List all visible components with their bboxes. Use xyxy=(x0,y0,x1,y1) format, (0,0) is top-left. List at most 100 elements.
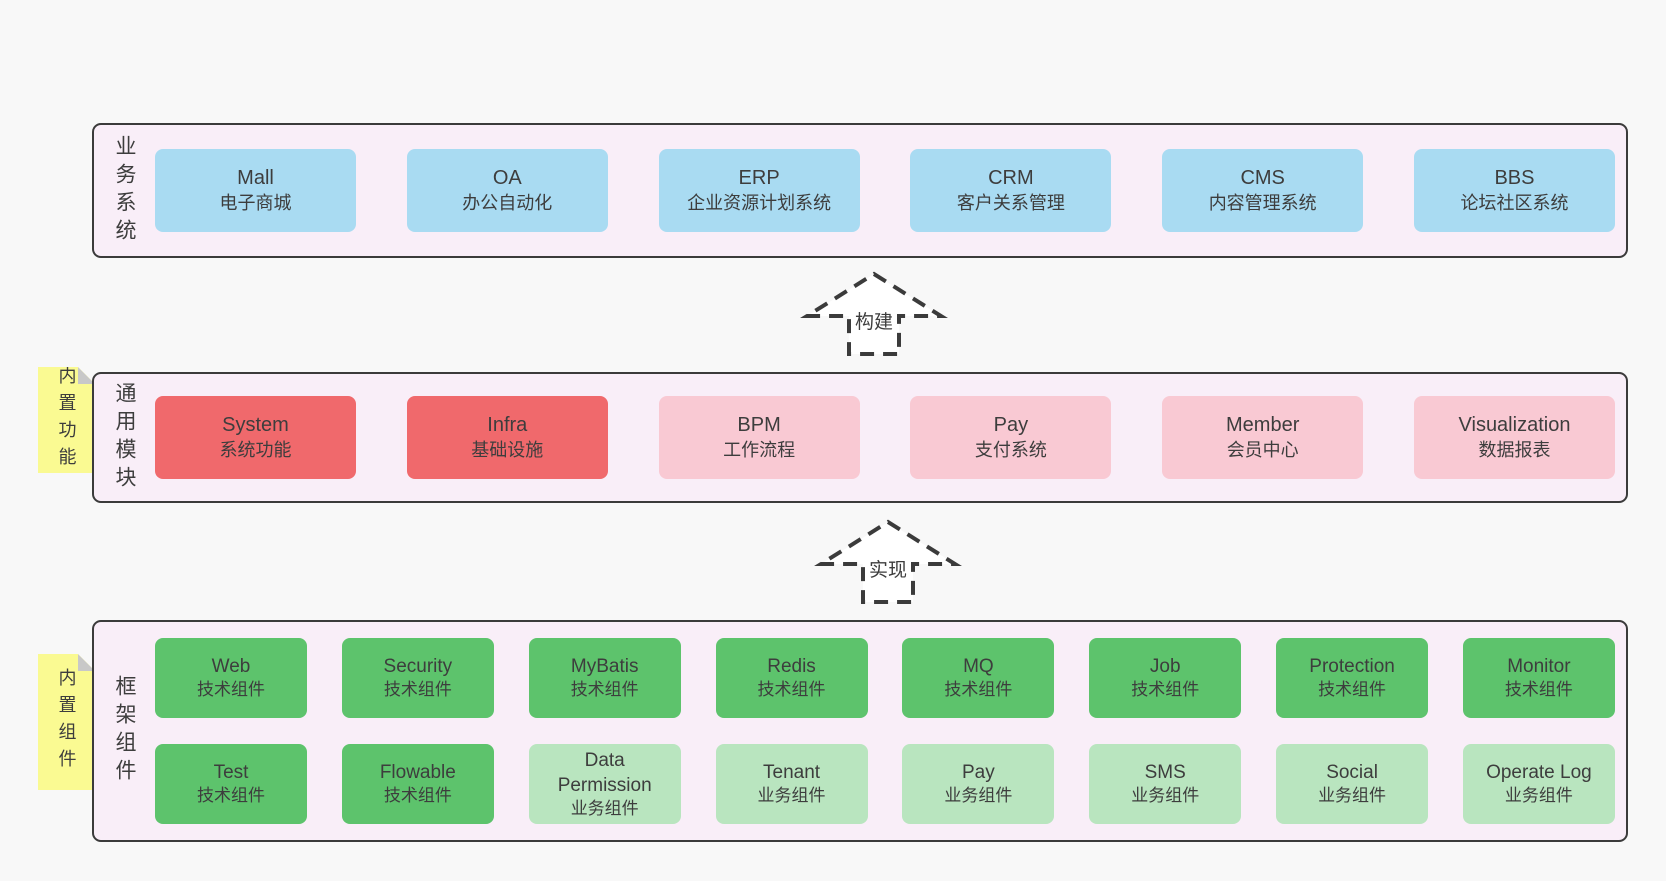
implement-arrow-icon: 实现 xyxy=(814,519,962,605)
box-subtitle: 论坛社区系统 xyxy=(1460,192,1569,213)
box-subtitle: 技术组件 xyxy=(944,680,1013,700)
box-subtitle: 客户关系管理 xyxy=(956,192,1065,213)
box-subtitle: 业务组件 xyxy=(1131,786,1200,806)
box-subtitle: 技术组件 xyxy=(383,680,452,700)
built-in-features-tag-label: 内置功能 xyxy=(56,366,77,474)
box-title: CMS xyxy=(1240,167,1285,190)
box-title: Pay xyxy=(962,762,995,784)
box-title: Tenant xyxy=(763,762,821,784)
box-crm: CRM 客户关系管理 xyxy=(910,149,1112,232)
box-system: System 系统功能 xyxy=(155,396,356,479)
box-subtitle: 工作流程 xyxy=(723,439,796,460)
box-redis: Redis 技术组件 xyxy=(715,638,868,718)
box-mall: Mall 电子商城 xyxy=(155,149,356,232)
box-subtitle: 技术组件 xyxy=(197,786,265,806)
box-title: Infra xyxy=(487,414,528,437)
business-box-row: Mall 电子商城 OA 办公自动化 ERP 企业资源计划系统 CRM 客户关系… xyxy=(155,149,1615,232)
build-arrow-icon: 构建 xyxy=(800,271,948,357)
box-title: BPM xyxy=(737,414,781,437)
box-subtitle: 业务组件 xyxy=(757,786,826,806)
layer-business-content: Mall 电子商城 OA 办公自动化 ERP 企业资源计划系统 CRM 客户关系… xyxy=(155,125,1615,256)
box-title: Monitor xyxy=(1507,656,1571,678)
box-subtitle: 技术组件 xyxy=(197,680,265,700)
layer-modules-label: 通用模块 xyxy=(113,381,136,494)
layer-modules-content: System 系统功能 Infra 基础设施 BPM 工作流程 Pay 支付系统… xyxy=(155,374,1615,501)
box-pay-biz: Pay 业务组件 xyxy=(902,744,1055,824)
components-box-row-2: Test 技术组件 Flowable 技术组件 Data Permission … xyxy=(155,744,1615,824)
box-visualization: Visualization 数据报表 xyxy=(1413,396,1615,479)
box-erp: ERP 企业资源计划系统 xyxy=(658,149,860,232)
box-title: Member xyxy=(1226,414,1300,437)
layer-components-label: 框架组件 xyxy=(113,675,136,787)
box-subtitle: 系统功能 xyxy=(219,439,292,460)
built-in-features-tag: 内置功能 xyxy=(38,367,95,473)
box-title: ERP xyxy=(738,167,780,190)
box-subtitle: 技术组件 xyxy=(757,680,826,700)
box-title: MQ xyxy=(963,656,994,678)
box-web: Web 技术组件 xyxy=(155,638,307,718)
box-tenant: Tenant 业务组件 xyxy=(715,744,868,824)
box-test: Test 技术组件 xyxy=(155,744,307,824)
box-oa: OA 办公自动化 xyxy=(406,149,608,232)
box-bpm: BPM 工作流程 xyxy=(658,396,860,479)
layer-framework-components: 框架组件 Web 技术组件 Security 技术组件 MyBatis 技术组件… xyxy=(92,620,1628,842)
box-subtitle: 数据报表 xyxy=(1478,439,1551,460)
box-sms: SMS 业务组件 xyxy=(1089,744,1242,824)
box-title: Pay xyxy=(993,414,1029,437)
box-title: Data Permission xyxy=(557,749,652,796)
box-social: Social 业务组件 xyxy=(1276,744,1429,824)
box-subtitle: 业务组件 xyxy=(1318,786,1387,806)
box-subtitle: 基础设施 xyxy=(471,439,544,460)
box-flowable: Flowable 技术组件 xyxy=(341,744,494,824)
layer-label-column: 业务系统 xyxy=(94,125,155,256)
box-title: Test xyxy=(213,762,249,784)
layer-common-modules: 通用模块 System 系统功能 Infra 基础设施 BPM 工作流程 Pay xyxy=(92,372,1628,503)
layer-label-column: 框架组件 xyxy=(94,622,155,840)
box-title: Protection xyxy=(1309,656,1395,678)
box-monitor: Monitor 技术组件 xyxy=(1462,638,1615,718)
box-subtitle: 业务组件 xyxy=(1504,786,1573,806)
box-subtitle: 技术组件 xyxy=(1131,680,1200,700)
modules-box-row: System 系统功能 Infra 基础设施 BPM 工作流程 Pay 支付系统… xyxy=(155,396,1615,479)
box-subtitle: 支付系统 xyxy=(974,439,1047,460)
box-subtitle: 企业资源计划系统 xyxy=(687,192,832,213)
layer-label-column: 通用模块 xyxy=(94,374,155,501)
box-title: Security xyxy=(383,656,453,678)
box-subtitle: 技术组件 xyxy=(1318,680,1387,700)
box-mq: MQ 技术组件 xyxy=(902,638,1055,718)
box-title: CRM xyxy=(988,167,1034,190)
components-box-row-1: Web 技术组件 Security 技术组件 MyBatis 技术组件 Redi… xyxy=(155,638,1615,718)
box-title: SMS xyxy=(1144,762,1186,784)
box-title: Visualization xyxy=(1458,414,1571,437)
layer-components-content: Web 技术组件 Security 技术组件 MyBatis 技术组件 Redi… xyxy=(155,622,1615,840)
box-cms: CMS 内容管理系统 xyxy=(1162,149,1364,232)
layer-business-label: 业务系统 xyxy=(113,134,136,247)
box-subtitle: 办公自动化 xyxy=(462,192,553,213)
box-title: Redis xyxy=(767,656,816,678)
box-title: Operate Log xyxy=(1486,762,1592,784)
implement-arrow-label: 实现 xyxy=(868,560,907,581)
box-title: Flowable xyxy=(379,762,456,784)
box-title: System xyxy=(222,414,289,437)
box-protection: Protection 技术组件 xyxy=(1276,638,1429,718)
box-title: OA xyxy=(492,167,522,190)
box-subtitle: 技术组件 xyxy=(383,786,452,806)
box-mybatis: MyBatis 技术组件 xyxy=(528,638,681,718)
box-subtitle: 会员中心 xyxy=(1226,439,1299,460)
box-data-permission: Data Permission 业务组件 xyxy=(528,744,681,824)
box-title: Web xyxy=(211,656,251,678)
built-in-components-tag: 内置组件 xyxy=(38,654,95,790)
box-security: Security 技术组件 xyxy=(341,638,494,718)
box-operate-log: Operate Log 业务组件 xyxy=(1462,744,1615,824)
box-title: Mall xyxy=(237,167,274,190)
box-title: BBS xyxy=(1494,167,1535,190)
box-subtitle: 业务组件 xyxy=(570,798,639,818)
box-bbs: BBS 论坛社区系统 xyxy=(1413,149,1615,232)
box-subtitle: 电子商城 xyxy=(219,192,292,213)
box-member: Member 会员中心 xyxy=(1162,396,1364,479)
box-subtitle: 技术组件 xyxy=(570,680,639,700)
box-title: Job xyxy=(1149,656,1181,678)
built-in-components-tag-label: 内置组件 xyxy=(56,668,77,776)
box-infra: Infra 基础设施 xyxy=(406,396,608,479)
